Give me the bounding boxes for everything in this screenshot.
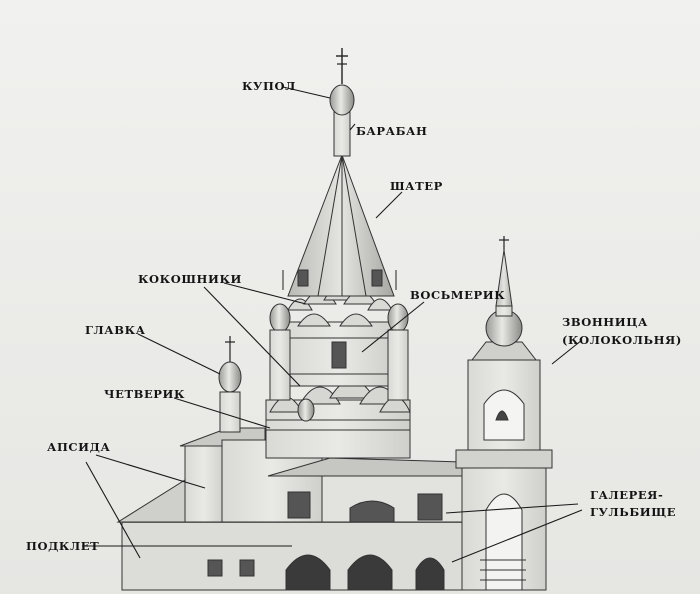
leader-lines [82, 86, 583, 563]
arch-3 [415, 557, 445, 591]
label-galereya: ГАЛЕРЕЯ- [590, 488, 663, 502]
arch-1 [285, 554, 331, 591]
label-chetverik: ЧЕТВЕРИК [104, 387, 185, 401]
kupol [329, 84, 355, 116]
shater [287, 153, 395, 297]
zvonnitsa [455, 236, 553, 591]
label-podklet: ПОДКЛЕТ [26, 539, 99, 553]
label-kolokolnya: (КОЛОКОЛЬНЯ) [562, 333, 682, 347]
label-kokoshniki: КОКОШНИКИ [138, 272, 242, 286]
label-shater: ШАТЕР [390, 179, 443, 193]
label-kupol: КУПОЛ [242, 79, 296, 93]
label-vosmerik: ВОСЬМЕРИК [410, 288, 505, 302]
label-gulbische: ГУЛЬБИЩЕ [590, 505, 676, 519]
labels: КУПОЛ БАРАБАН ШАТЕР КОКОШНИКИ ВОСЬМЕРИК … [26, 79, 682, 553]
label-glavka: ГЛАВКА [85, 323, 146, 337]
label-baraban: БАРАБАН [356, 124, 427, 138]
label-zvonnitsa: ЗВОННИЦА [562, 315, 648, 329]
baraban [333, 111, 351, 157]
church-building [116, 48, 553, 591]
label-apsida: АПСИДА [47, 440, 110, 454]
arch-2 [347, 554, 393, 591]
